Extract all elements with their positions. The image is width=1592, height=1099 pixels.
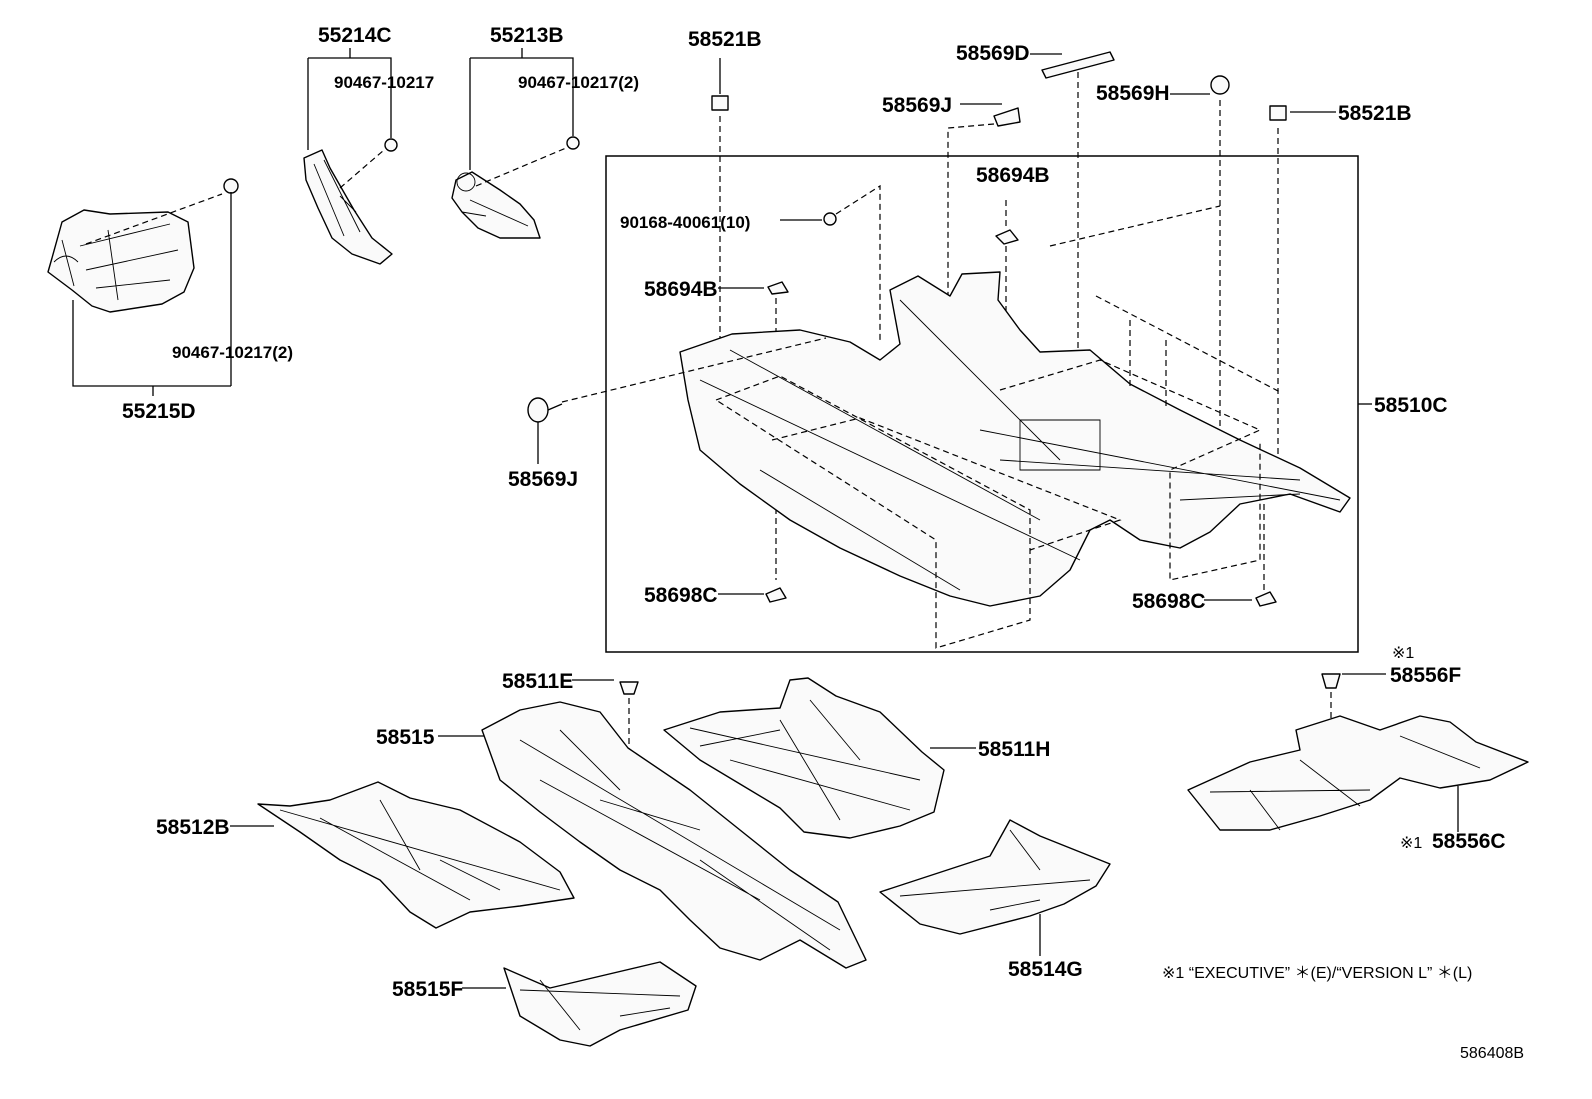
label-90168: 90168-40061(10) bbox=[620, 213, 750, 232]
label-58512b: 58512B bbox=[156, 816, 230, 839]
label-58514g: 58514G bbox=[1008, 958, 1083, 981]
label-58694b-top: 58694B bbox=[976, 164, 1050, 187]
part-58510c-floor-carpet bbox=[679, 271, 1351, 607]
label-mark1-bottom: ※1 bbox=[1400, 835, 1422, 852]
label-90467-b: 90467-10217(2) bbox=[518, 73, 639, 92]
part-58511h-floor-frame bbox=[663, 677, 945, 839]
pin-58511e-icon bbox=[619, 681, 639, 695]
part-58556c-mat bbox=[1187, 715, 1529, 831]
part-58515-center-carpet bbox=[481, 701, 867, 969]
label-55215d: 55215D bbox=[122, 400, 196, 423]
leader bbox=[537, 403, 563, 464]
label-55214c: 55214C bbox=[318, 24, 392, 47]
bracket-55215d bbox=[72, 192, 232, 396]
callout-labels: 55214C 55213B 58521B 58569D 58569J 58569… bbox=[122, 24, 1524, 1062]
pin-58556f-icon bbox=[1321, 673, 1341, 689]
leader-dash bbox=[561, 337, 827, 403]
clip-58569h-icon bbox=[1210, 75, 1230, 95]
leader-dash bbox=[835, 184, 881, 340]
label-58556c: 58556C bbox=[1432, 830, 1506, 853]
guide-box bbox=[1049, 205, 1281, 410]
part-58569d-strip bbox=[1041, 51, 1115, 79]
part-58515f-mat bbox=[503, 961, 697, 1047]
leader-dash bbox=[475, 147, 567, 187]
part-55214c-cover bbox=[303, 149, 393, 265]
clip-58521b-right-icon bbox=[1269, 105, 1287, 121]
label-58569h: 58569H bbox=[1096, 82, 1170, 105]
label-58510c: 58510C bbox=[1374, 394, 1448, 417]
leader-dash bbox=[947, 123, 995, 330]
clip-58694b-left-icon bbox=[767, 281, 789, 295]
label-90467-a: 90467-10217 bbox=[334, 73, 434, 92]
clip-icon bbox=[384, 138, 398, 152]
part-58514g-mat bbox=[879, 819, 1111, 935]
label-90467-c: 90467-10217(2) bbox=[172, 343, 293, 362]
bracket-55214c bbox=[307, 48, 392, 150]
part-58512b-rear-carpet bbox=[257, 781, 575, 929]
screw-90168-icon bbox=[823, 212, 837, 226]
part-55215d-cover bbox=[47, 209, 195, 313]
pin-58569j-left-icon bbox=[527, 397, 549, 423]
bracket-55213b bbox=[469, 48, 574, 170]
leader-dash bbox=[339, 149, 385, 189]
label-58556f: 58556F bbox=[1390, 664, 1461, 687]
diagram-code: 586408B bbox=[1460, 1045, 1524, 1062]
label-58515f: 58515F bbox=[392, 978, 463, 1001]
leader-dash bbox=[85, 193, 223, 245]
label-mark1-top: ※1 bbox=[1392, 645, 1414, 662]
label-58694b-left: 58694B bbox=[644, 278, 718, 301]
guide-box bbox=[771, 359, 1262, 581]
footnote-text: ※1 “EXECUTIVE” ＊(E)/“VERSION L” ＊(L) bbox=[1162, 965, 1472, 982]
clip-58698c-left-icon bbox=[765, 587, 787, 603]
label-58521b-right: 58521B bbox=[1338, 102, 1412, 125]
clip-58698c-right-icon bbox=[1255, 591, 1277, 607]
guide-box bbox=[714, 375, 1031, 649]
clip-icon bbox=[566, 136, 580, 150]
clip-58694b-top-icon bbox=[995, 229, 1019, 245]
label-58515: 58515 bbox=[376, 726, 435, 749]
label-58698c-right: 58698C bbox=[1132, 590, 1206, 613]
clip-58521b-left-icon bbox=[711, 95, 729, 111]
label-58698c-left: 58698C bbox=[644, 584, 718, 607]
label-55213b: 55213B bbox=[490, 24, 564, 47]
label-58521b-left: 58521B bbox=[688, 28, 762, 51]
label-58569j-left: 58569J bbox=[508, 468, 578, 491]
screw-58569j-icon bbox=[993, 107, 1021, 127]
label-58569j-top: 58569J bbox=[882, 94, 952, 117]
part-55213b-cover bbox=[451, 171, 541, 239]
clip-icon bbox=[223, 178, 239, 194]
label-58511e: 58511E bbox=[502, 670, 573, 693]
label-58569d: 58569D bbox=[956, 42, 1030, 65]
label-58511h: 58511H bbox=[978, 738, 1050, 761]
